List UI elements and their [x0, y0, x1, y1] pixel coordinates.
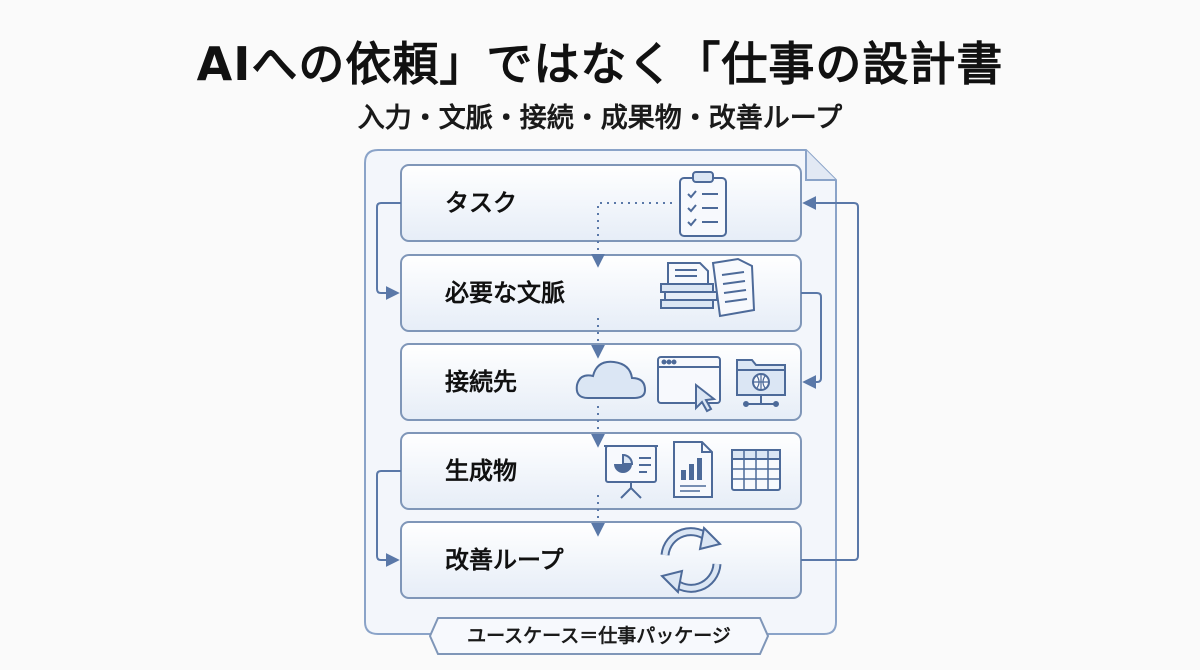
step-label-task: タスク	[445, 189, 517, 217]
step-label-outputs: 生成物	[445, 457, 517, 485]
page-title: AIへの依頼」ではなく「仕事の設計書	[196, 37, 1004, 91]
step-label-context: 必要な文脈	[445, 279, 565, 307]
cloud-icon	[575, 360, 647, 399]
browser-window-icon	[657, 356, 721, 413]
report-document-icon	[673, 441, 713, 498]
clipboard-checklist-icon	[679, 171, 727, 237]
step-label-connections: 接続先	[445, 368, 517, 396]
page-subtitle: 入力・文脈・接続・成果物・改善ループ	[357, 103, 843, 134]
network-folder-icon	[736, 359, 786, 407]
document-stack-icon	[660, 257, 756, 318]
footer-banner	[428, 617, 770, 655]
spreadsheet-icon	[731, 449, 781, 491]
step-label-improvement-loop: 改善ループ	[445, 546, 564, 574]
footer-label: ユースケース＝仕事パッケージ	[467, 625, 731, 647]
side-connectors	[376, 196, 859, 567]
presentation-board-icon	[604, 445, 658, 499]
refresh-cycle-icon	[660, 525, 722, 595]
